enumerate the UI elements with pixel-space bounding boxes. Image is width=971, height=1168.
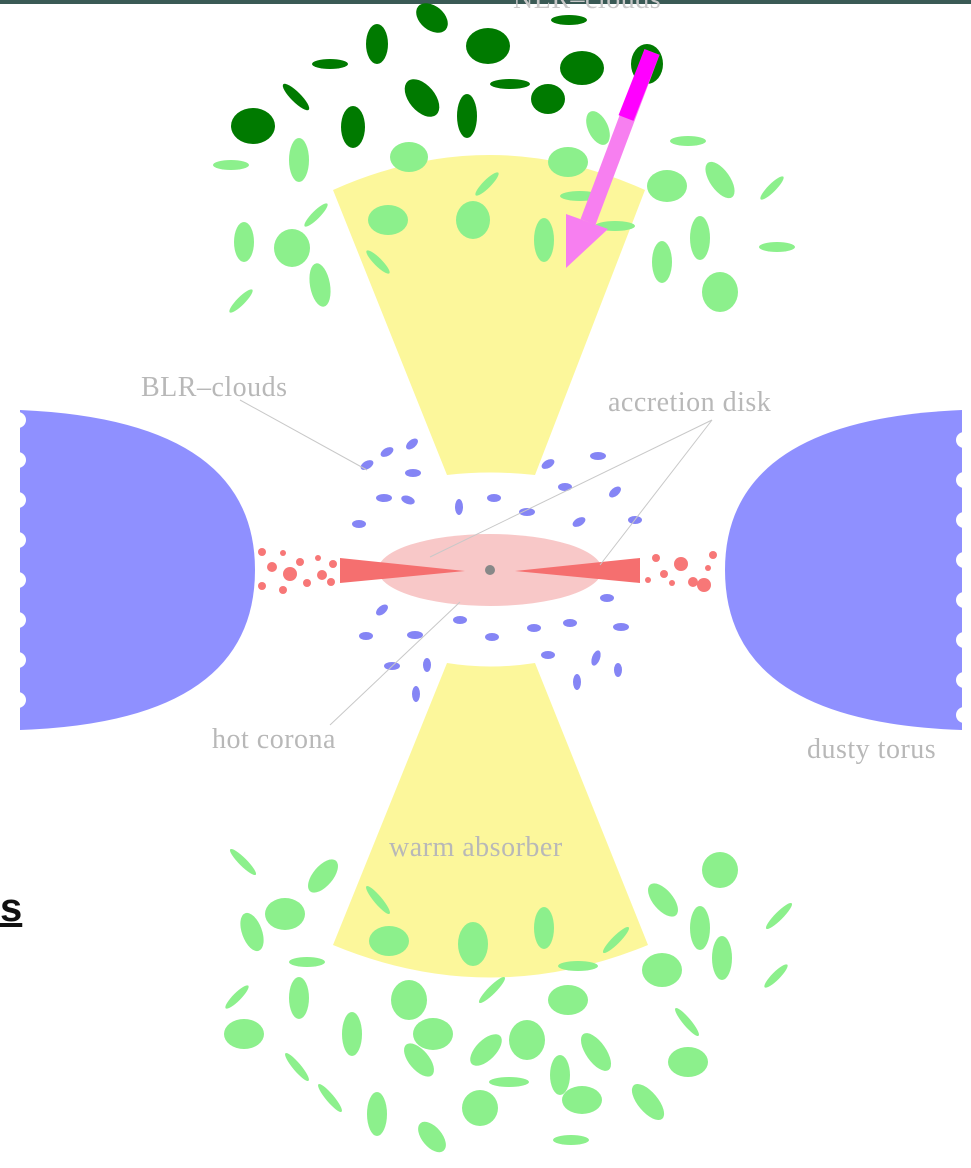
label-dusty-torus: dusty torus <box>807 736 936 764</box>
label-warm-absorber: warm absorber <box>389 834 563 862</box>
label-nlr-clouds: NLR–clouds <box>513 0 661 14</box>
black-hole <box>485 565 495 575</box>
label-hot-corona: hot corona <box>212 726 336 754</box>
label-accretion-disk: accretion disk <box>608 389 771 417</box>
dusty-torus-left <box>20 410 255 730</box>
slide-side-text: s <box>0 888 22 928</box>
label-blr-clouds: BLR–clouds <box>141 374 288 402</box>
dusty-torus-right <box>725 410 962 730</box>
